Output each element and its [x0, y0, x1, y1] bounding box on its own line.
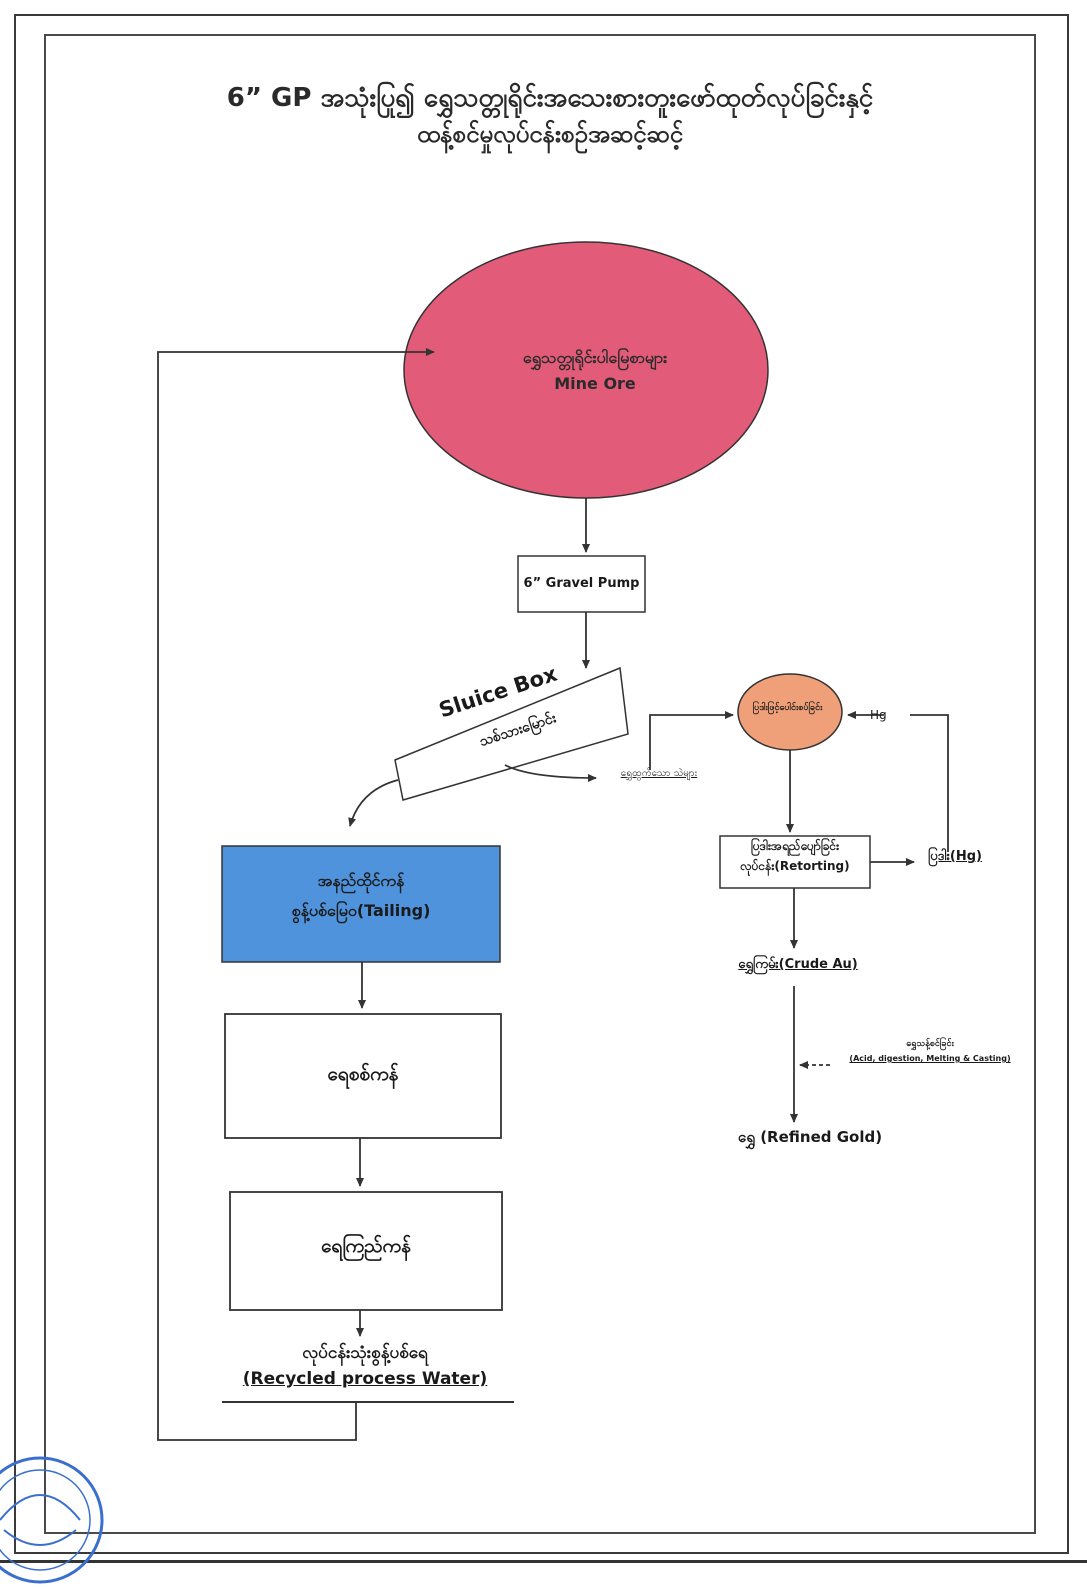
official-seal-stamp: [0, 1456, 104, 1584]
recycled-water-label-en: (Recycled process Water): [242, 1369, 488, 1389]
retorting-label-line1: ပြဒါးအရည်ပျော်ခြင်း: [750, 839, 840, 853]
clear-water-pond-box: [229, 1191, 503, 1311]
retorting-label-line2: လုပ်ငန်း(Retorting): [740, 859, 850, 873]
recycled-water-label-my: လုပ်ငန်းသုံးစွန့်ပစ်ရေ: [302, 1343, 428, 1363]
concentrate-label: ရွှေထွက်သော သဲများ: [620, 768, 698, 779]
clear-water-pond-label: ရေကြည်ကန်: [321, 1235, 411, 1257]
settling-pond-box: [224, 1013, 502, 1139]
outer-border: [14, 14, 1069, 1554]
arrow-sluice-to-concentrate: [504, 764, 597, 782]
crude-gold-label: ရွှေကြမ်း(Crude Au): [738, 957, 858, 972]
tailing-pond-box: [221, 845, 501, 963]
retorting-label: ပြဒါးအရည်ပျော်ခြင်း လုပ်ငန်း(Retorting): [720, 836, 870, 876]
mercury-input-label: Hg: [870, 708, 887, 722]
tailing-pond-label: အနည်ထိုင်ကန် စွန့်ပစ်မြေဝ(Tailing): [224, 866, 498, 926]
gravel-pump-label: 6” Gravel Pump: [523, 576, 640, 591]
arrow-sluice-to-tailing: [348, 779, 399, 827]
title-line-2: ထန့်စင်မှုလုပ်ငန်းစဉ်အဆင့်ဆင့်: [416, 120, 684, 148]
inner-border: [44, 34, 1036, 1534]
mine-ore-label-my: ရွှေသတ္တုရိုင်းပါမြေစာများ: [522, 348, 668, 367]
mine-ore-label-en: Mine Ore: [554, 374, 636, 393]
arrow-recycle-loop: [157, 348, 435, 1441]
gravel-pump-box: [517, 555, 646, 613]
retorting-box: [719, 835, 871, 889]
tailing-pond-label-line1: အနည်ထိုင်ကန်: [317, 871, 405, 890]
mine-ore-label: ရွှေသတ္တုရိုင်းပါမြေစာများ Mine Ore: [420, 345, 770, 397]
recycled-water-label: လုပ်ငန်းသုံးစွန့်ပစ်ရေ (Recycled process…: [210, 1340, 520, 1392]
title-line-1: 6” GP အသုံးပြု၍ ရွှေသတ္တုရိုင်းအသေးစားတူ…: [226, 83, 874, 113]
mercury-output-label: ပြဒါး(Hg): [928, 849, 982, 864]
tailing-pond-label-line2: စွန့်ပစ်မြေဝ(Tailing): [291, 901, 431, 920]
refining-title: ရွှေသန့်စင်ခြင်း: [906, 1039, 954, 1049]
arrow-hg-feed: [910, 714, 949, 852]
refining-detail: (Acid, digestion, Melting & Casting): [849, 1054, 1011, 1063]
arrow-concentrate-to-amalgamation: [649, 711, 734, 770]
page-title: 6” GP အသုံးပြု၍ ရွှေသတ္တုရိုင်းအသေးစားတူ…: [150, 80, 950, 152]
settling-pond-label: ရေစစ်ကန်: [327, 1063, 399, 1085]
amalgamation-label: ပြဒါးဖြင့်ပေါင်းစပ်ခြင်း: [752, 703, 823, 713]
sluice-box-shape: [394, 666, 629, 801]
bottom-rule: [0, 1560, 1087, 1563]
refined-gold-label: ရွှေ (Refined Gold): [737, 1128, 883, 1146]
